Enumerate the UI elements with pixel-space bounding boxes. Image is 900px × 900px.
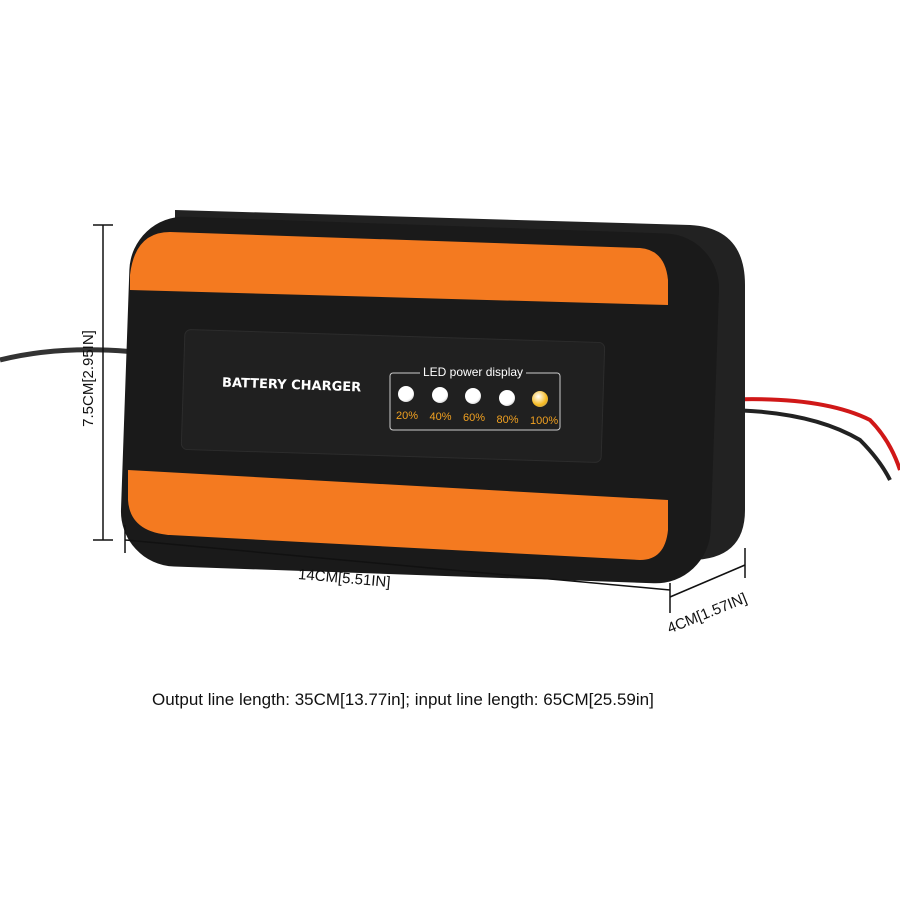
led-light-icon <box>431 387 448 404</box>
led-light-icon <box>532 390 548 407</box>
output-cable-red <box>719 397 900 471</box>
led-percent-label: 100% <box>530 414 559 427</box>
top-orange-band <box>130 232 668 305</box>
output-cable-black <box>719 408 892 481</box>
bottom-orange-band <box>128 470 668 560</box>
led-light-icon <box>498 389 515 406</box>
led-display-title: LED power display <box>420 365 527 379</box>
led-light-icon <box>398 386 414 402</box>
front-panel <box>180 329 606 463</box>
led-percent-label: 60% <box>463 412 486 425</box>
led-percent-label: 20% <box>396 410 419 422</box>
dimension-lines <box>93 224 746 613</box>
led-light-icon <box>465 388 481 405</box>
input-cable <box>0 347 136 363</box>
cable-length-caption: Output line length: 35CM[13.77in]; input… <box>152 690 654 709</box>
led-percent-label: 80% <box>496 413 519 426</box>
led-percent-label: 40% <box>429 411 452 424</box>
height-dimension-label: 7.5CM[2.95IN] <box>79 330 97 427</box>
